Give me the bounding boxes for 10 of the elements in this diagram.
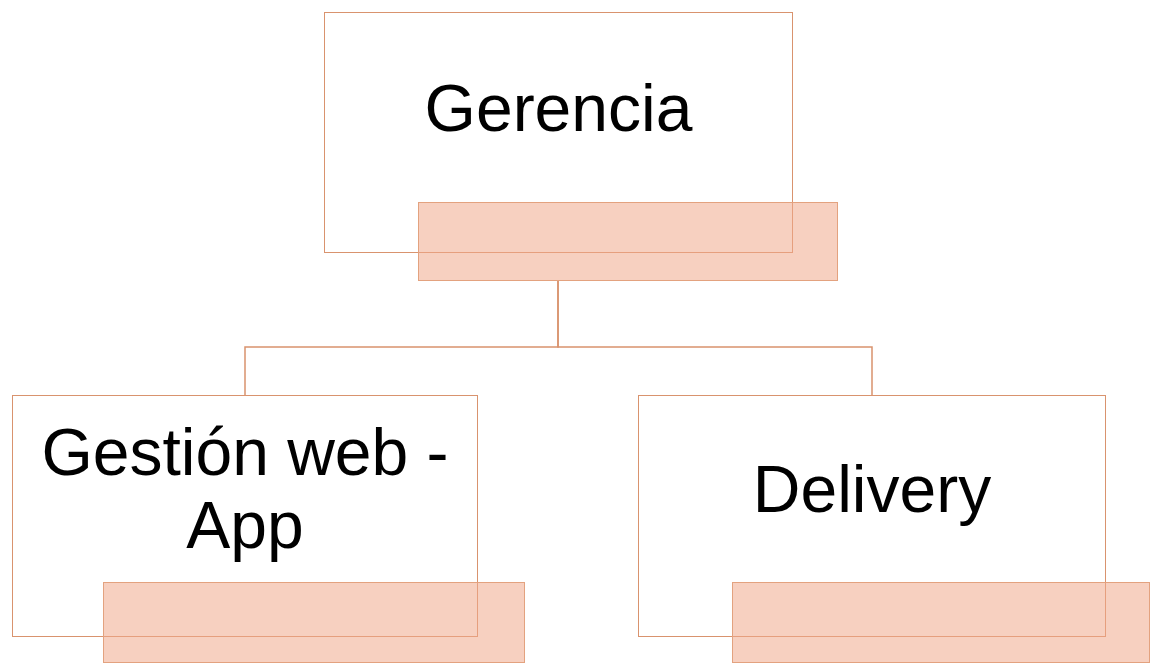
tab-box xyxy=(418,202,838,281)
org-box xyxy=(638,395,1106,637)
org-box xyxy=(324,12,793,253)
connector-line xyxy=(557,280,873,396)
tab-box xyxy=(103,582,525,663)
box-label: Gestión web - App xyxy=(40,416,450,562)
box-label: Delivery xyxy=(752,452,992,526)
tab-box xyxy=(732,582,1150,663)
box-label: Gerencia xyxy=(424,71,693,145)
org-box xyxy=(12,395,478,637)
